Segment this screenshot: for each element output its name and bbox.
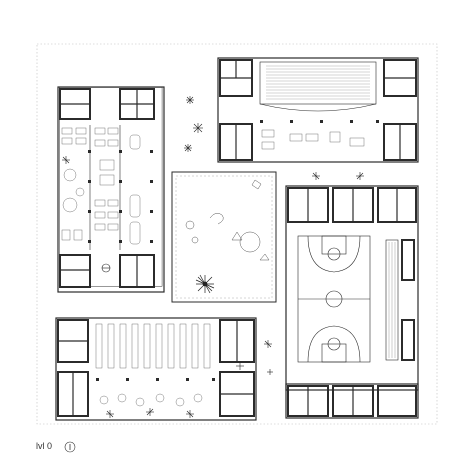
north-wing (217, 57, 419, 163)
site-boundary (36, 43, 438, 425)
west-wing (57, 86, 165, 293)
southeast-wing (285, 383, 419, 419)
tree-icon (195, 274, 215, 294)
gymnasium-wing (285, 185, 419, 391)
stair-icon (385, 239, 399, 361)
south-wing (55, 317, 257, 421)
basketball-court-icon (297, 235, 371, 363)
vegetation (62, 96, 364, 418)
level-label: lvl 0 (36, 441, 53, 451)
north-arrow-icon (64, 441, 76, 453)
central-courtyard (171, 171, 277, 303)
